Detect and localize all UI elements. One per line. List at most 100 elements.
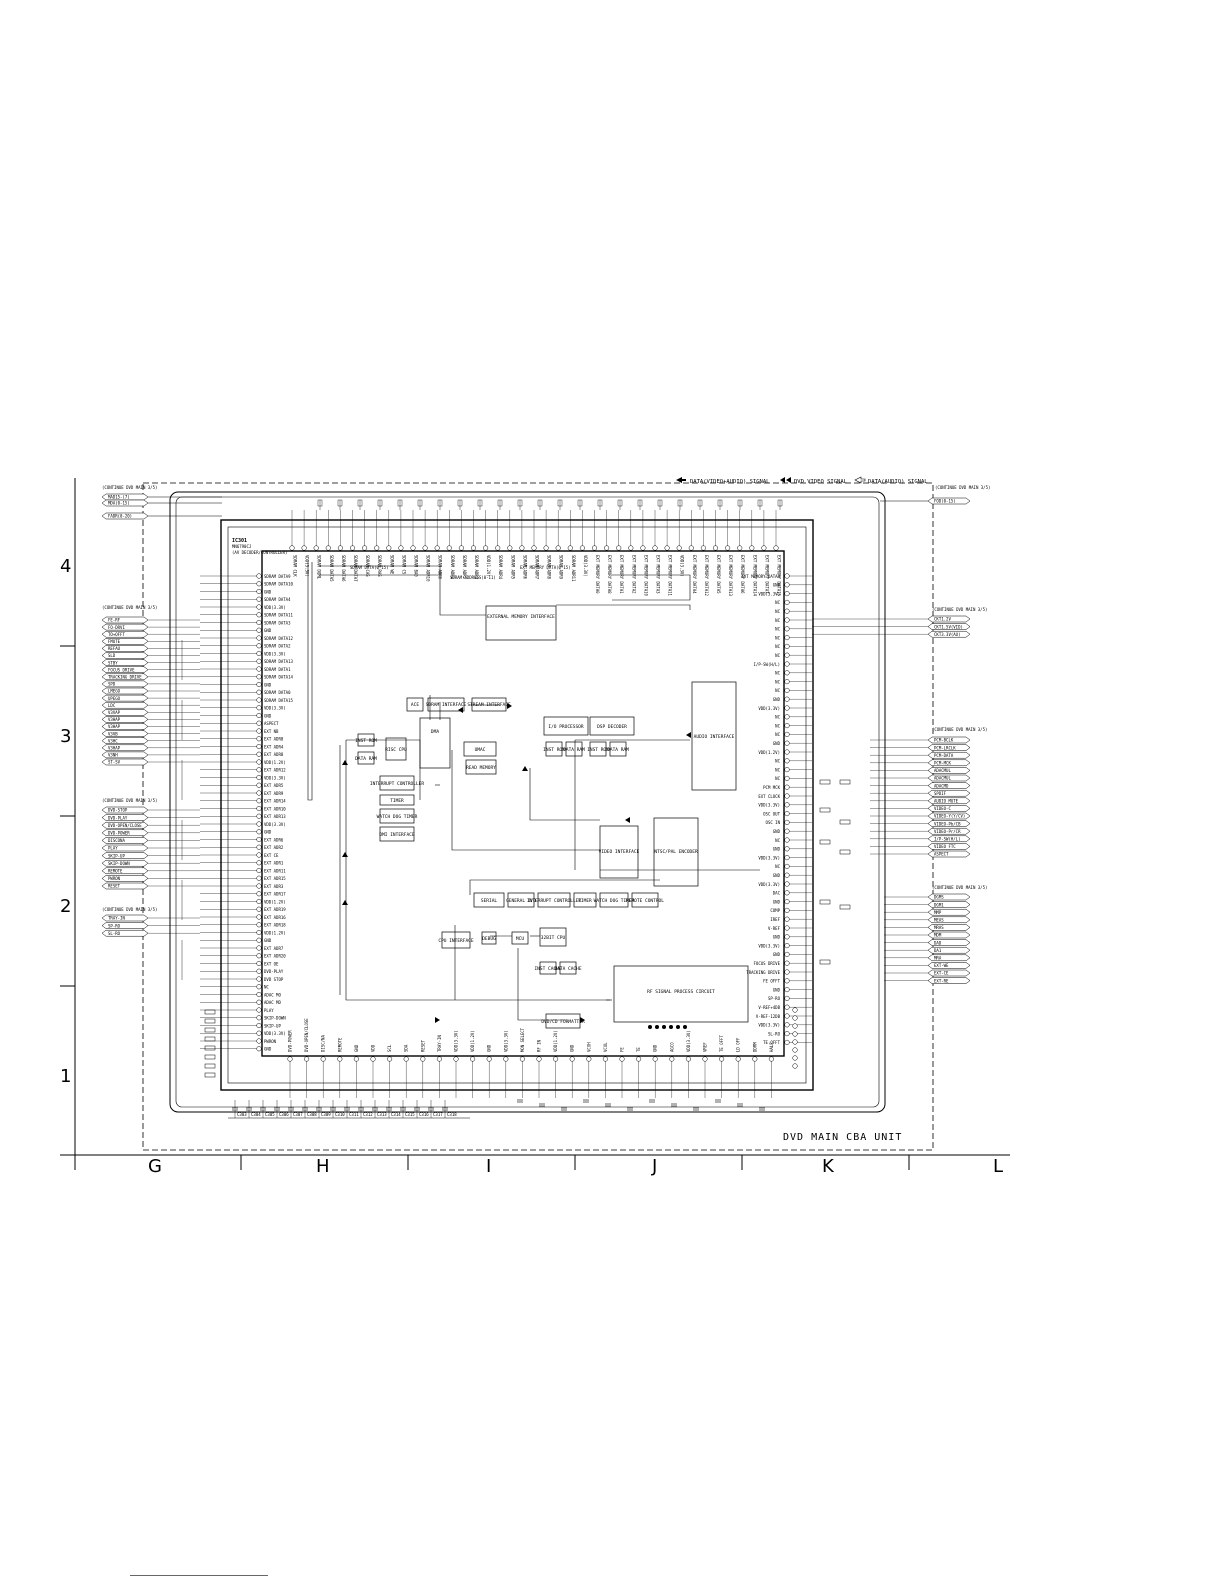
- resistor: [819, 807, 831, 813]
- resistor: [204, 1036, 216, 1042]
- ic-right-pin-label: GND: [773, 847, 781, 852]
- ic-right-pin-circle: [784, 687, 790, 693]
- ic-right-pin-label: EXT CLOCK: [758, 794, 780, 799]
- ic-left-pin-label: EXT ADR15: [264, 876, 286, 881]
- right-connector-label: DGMS: [934, 895, 944, 900]
- left-connector-label: DISCONA: [108, 838, 125, 843]
- bus-label-box: [617, 499, 623, 507]
- ic-top-pin-label: SDRAM ADR11: [571, 555, 576, 582]
- ic-bottom-pin-circle: [503, 1056, 509, 1062]
- ic-top-pin-label: SDRAM ADR4: [498, 555, 503, 580]
- bus-label-box: [477, 499, 483, 507]
- right-connector-tag: [927, 812, 971, 820]
- ic-right-pin-circle: [784, 714, 790, 720]
- resistor: [839, 819, 851, 825]
- ic-top-pin-circle: [579, 545, 585, 551]
- label-data-ram-cpu: DATA RAM: [355, 756, 377, 762]
- ic-left-pin-circle: [256, 728, 262, 734]
- ic-right-pin-circle: [784, 723, 790, 729]
- ic-right-pin-label: GND: [773, 899, 781, 904]
- label-dmi: DMI INTERFACE: [379, 832, 415, 838]
- ic-right-pin-circle: [784, 582, 790, 588]
- ic-left-pin-circle: [256, 759, 262, 765]
- legend-data-audio: DATA(AUDIO) SIGNAL: [868, 479, 928, 485]
- left-connector-label: STBY: [108, 660, 118, 665]
- ic-right-pin-circle: [784, 617, 790, 623]
- ic-right-pin-label: GND: [773, 873, 781, 878]
- resistor: [819, 899, 831, 905]
- ic-right-pin-label: V-REF-12DB: [756, 1014, 781, 1019]
- block-inst-rom-2: [589, 741, 607, 757]
- ic-top-pin-circle: [289, 545, 295, 551]
- ic-top-pin-label: SDRAM ADR10: [426, 555, 431, 582]
- ic-right-pin-label: NC: [775, 732, 780, 737]
- ic-left-pin-label: EXT ADR7: [264, 946, 284, 951]
- bus-label-box: [497, 499, 503, 507]
- ic-right-pin-label: GND: [773, 741, 781, 746]
- right-connector-label: DAD: [934, 940, 942, 945]
- block-inst-cache: [539, 961, 557, 975]
- signal-legend: DATA(VIDEO+AUDIO) SIGNAL DVD VIDEO SIGNA…: [676, 476, 928, 485]
- block-ntsc-pal: [653, 817, 699, 887]
- right-connector-label: ADACMD: [934, 783, 949, 788]
- bus-label-box: [597, 499, 603, 507]
- ic-left-pin-circle: [256, 712, 262, 719]
- ic-top-pin-circle: [434, 545, 440, 551]
- right-connector-tag: [927, 759, 971, 767]
- ic-left-pin-label: EXT ADR10: [264, 806, 286, 811]
- ic-top-pin-circle: [507, 545, 513, 551]
- ic-right-pin-circle: [784, 784, 790, 790]
- footer-link-underline[interactable]: [130, 1575, 268, 1576]
- ic-left-pin-label: SDRAM DATA9: [264, 574, 291, 579]
- ic-left-pin-label: SDRAM DATA15: [264, 698, 293, 703]
- block-sdram-if: [427, 697, 465, 712]
- ic-top-pin-circle: [410, 545, 416, 551]
- ic-top-pin-circle: [495, 545, 501, 551]
- resistor: [819, 839, 831, 845]
- ic-bottom-pin-circle: [486, 1056, 492, 1062]
- ic-bottom-pin-circle: [702, 1056, 708, 1062]
- right-connector-label: VIDEO-C: [934, 806, 951, 811]
- label-data-ram-2: DATA RAM: [607, 747, 629, 753]
- capacitor-label: C311: [349, 1112, 359, 1117]
- ic-top-pin-label: VDD(1.2V): [486, 555, 491, 577]
- ic-right-pin-label: I/P-SW(H/L): [754, 662, 781, 667]
- resistor: [204, 1063, 216, 1069]
- left-connector-label: V3HAP: [108, 717, 121, 722]
- ic-top-pin-circle: [640, 545, 646, 551]
- ic-left-pin-circle: [256, 743, 262, 750]
- label-ntsc-pal: NTSC/PAL ENCODER: [654, 849, 698, 855]
- ic-right-pin-circle: [784, 599, 790, 605]
- ic-top-pin-label: SDRAM DATA5: [329, 555, 334, 582]
- right-connector-tag: [927, 789, 971, 797]
- ic-top-pin-circle: [712, 545, 719, 551]
- label-remote: REMOTE CONTROL: [626, 898, 664, 904]
- ic-right-pin-circle: [784, 652, 790, 658]
- ic-left-pin-circle: [256, 705, 262, 711]
- ic-right-pin-circle: [784, 899, 790, 905]
- ic-left-pin-label: EXT ADR16: [264, 915, 286, 920]
- ic-bottom-pin-circle: [353, 1056, 359, 1062]
- right-connector-label: EXT-WE: [934, 963, 949, 968]
- label-risc: RISC CPU: [385, 747, 407, 753]
- block-cpu-if: [441, 931, 471, 949]
- right-connector-tag: [927, 939, 971, 946]
- bus-label-box: [517, 499, 523, 507]
- left-top-connector-label: MDA(0-15): [108, 501, 130, 506]
- right-connector-label: PCM-MCK: [934, 761, 951, 766]
- ic-bottom-pin-label: TRAY-IN: [437, 1035, 442, 1052]
- ic-left-pin-circle: [256, 960, 262, 967]
- ic-left-pin-circle: [256, 945, 262, 951]
- ic-left-pin-label: SDRAM DATA4: [264, 597, 291, 602]
- right-connector-tag: [927, 946, 971, 954]
- ic-right-pin-label: NC: [775, 688, 780, 693]
- grid-row-4: 4: [60, 556, 71, 577]
- capacitor-label: C312: [363, 1112, 373, 1117]
- ic-right-pin-circle: [784, 846, 790, 852]
- ic-right-pin-label: VDD(3.3V): [758, 882, 780, 887]
- ic-left-pin-label: VDD(3.3V): [264, 775, 286, 780]
- left-connector-label: FOCUS DRIVE: [108, 667, 135, 672]
- ic-right-pin-label: EXT MEMORY DATA9: [741, 574, 780, 579]
